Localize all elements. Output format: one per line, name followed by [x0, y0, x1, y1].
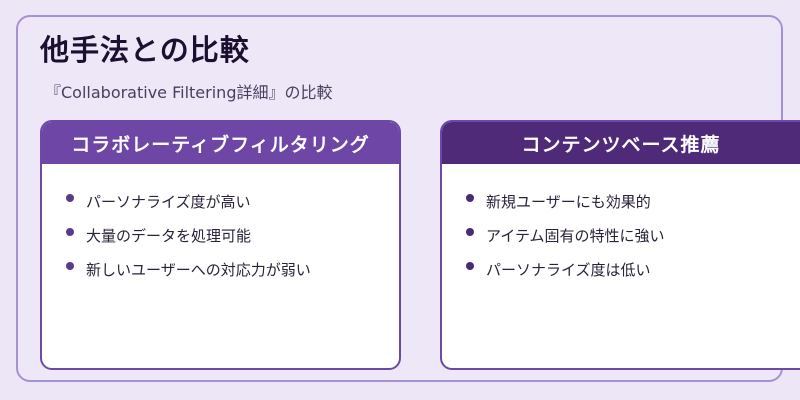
list-item-text: アイテム固有の特性に強い	[486, 226, 665, 245]
list-item: パーソナライズ度が高い	[66, 184, 399, 218]
bullet-icon	[466, 262, 474, 270]
comparison-card-content-based: コンテンツベース推薦 新規ユーザーにも効果的 アイテム固有の特性に強い パーソナ…	[440, 120, 800, 370]
list-item-text: パーソナライズ度は低い	[486, 260, 651, 279]
bullet-icon	[66, 228, 74, 236]
card-body: 新規ユーザーにも効果的 アイテム固有の特性に強い パーソナライズ度は低い	[442, 164, 800, 286]
card-body: パーソナライズ度が高い 大量のデータを処理可能 新しいユーザーへの対応力が弱い	[42, 164, 399, 286]
card-header: コラボレーティブフィルタリング	[42, 122, 399, 164]
card-header: コンテンツベース推薦	[442, 122, 800, 164]
page-subtitle: 『Collaborative Filtering詳細』の比較	[45, 83, 333, 102]
list-item-text: パーソナライズ度が高い	[86, 192, 251, 211]
list-item: 新しいユーザーへの対応力が弱い	[66, 252, 399, 286]
page-title: 他手法との比較	[40, 33, 250, 67]
list-item: アイテム固有の特性に強い	[466, 218, 800, 252]
list-item: 新規ユーザーにも効果的	[466, 184, 800, 218]
bullet-icon	[466, 228, 474, 236]
list-item-text: 新しいユーザーへの対応力が弱い	[86, 260, 311, 279]
list-item-text: 大量のデータを処理可能	[86, 226, 252, 245]
list-item: 大量のデータを処理可能	[66, 218, 399, 252]
bullet-icon	[466, 194, 474, 202]
comparison-card-collaborative: コラボレーティブフィルタリング パーソナライズ度が高い 大量のデータを処理可能 …	[40, 120, 401, 370]
bullet-icon	[66, 262, 74, 270]
list-item: パーソナライズ度は低い	[466, 252, 800, 286]
bullet-icon	[66, 194, 74, 202]
list-item-text: 新規ユーザーにも効果的	[486, 192, 651, 211]
